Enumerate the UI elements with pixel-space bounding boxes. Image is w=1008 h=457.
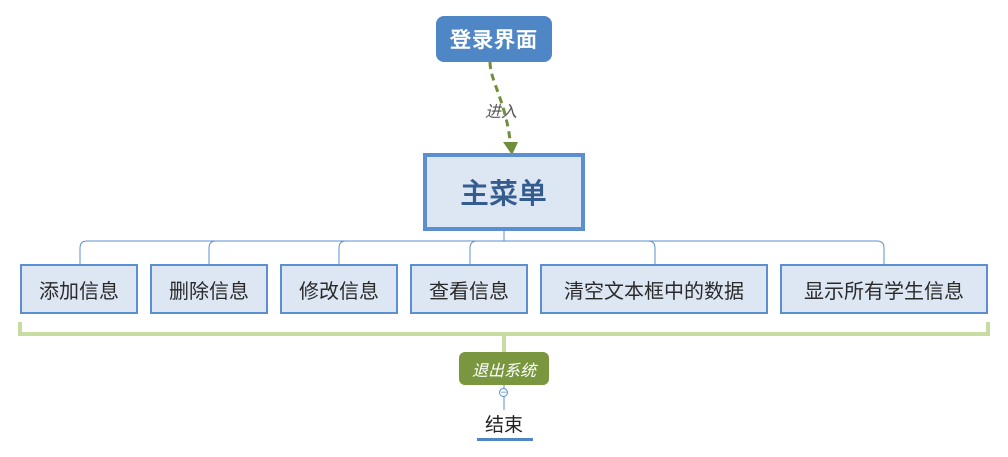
child-node-show-all[interactable]: 显示所有学生信息 (780, 264, 988, 314)
child-node-add[interactable]: 添加信息 (20, 264, 138, 314)
login-screen-node[interactable]: 登录界面 (436, 16, 552, 62)
collapse-toggle-icon[interactable]: − (499, 388, 508, 398)
child-node-view[interactable]: 查看信息 (410, 264, 528, 314)
enter-arrow (488, 61, 512, 141)
enter-edge-label: 进入 (484, 102, 517, 121)
enter-arrowhead (503, 142, 518, 155)
end-node[interactable]: 结束 (484, 413, 523, 436)
child-node-delete[interactable]: 删除信息 (150, 264, 268, 314)
exit-summary-node[interactable]: 退出系统 (459, 352, 549, 385)
main-menu-node[interactable]: 主菜单 (423, 153, 585, 231)
child-node-clear[interactable]: 清空文本框中的数据 (540, 264, 768, 314)
end-node-underline (477, 438, 533, 441)
child-connectors (79, 231, 885, 264)
child-node-modify[interactable]: 修改信息 (280, 264, 398, 314)
summary-bracket (18, 322, 990, 336)
